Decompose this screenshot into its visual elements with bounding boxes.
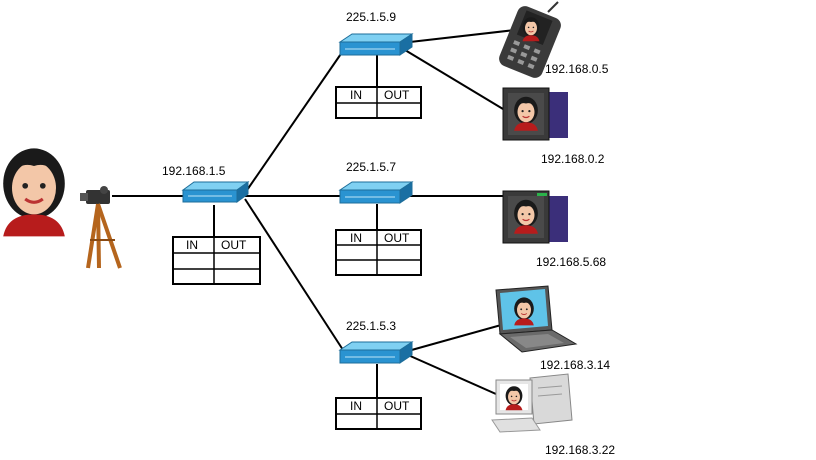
monitor-icon — [502, 190, 568, 244]
router-main: 192.168.1.5 IN OUT — [162, 164, 261, 285]
router-bottom: 225.1.5.3 IN OUT — [335, 319, 422, 430]
laptop-icon — [495, 285, 578, 353]
router-icon — [338, 33, 414, 56]
receiver-ip-label: 192.168.0.5 — [545, 62, 609, 76]
receiver-ip-label: 192.168.3.22 — [545, 443, 615, 457]
router-ip-label: 225.1.5.9 — [346, 10, 396, 24]
router-icon — [338, 341, 414, 364]
receiver-desktop: 192.168.3.22 — [491, 373, 615, 457]
routing-table: IN OUT — [172, 236, 261, 285]
table-header-out: OUT — [384, 399, 410, 413]
link-top-monitor1 — [404, 49, 509, 113]
router-icon — [338, 181, 414, 204]
link-main-bottom — [244, 198, 346, 354]
router-icon — [181, 181, 250, 203]
link-top-phone — [409, 29, 516, 43]
table-header-in: IN — [350, 88, 362, 102]
mobile-phone-icon — [499, 1, 561, 78]
router-top: 225.1.5.9 IN OUT — [335, 10, 422, 119]
routing-table: IN OUT — [335, 86, 422, 119]
router-middle: 225.1.5.7 IN OUT — [335, 160, 422, 276]
routing-table: IN OUT — [335, 397, 422, 430]
router-ip-label: 225.1.5.3 — [346, 319, 396, 333]
link-bottom-desktop — [407, 354, 506, 399]
presenter-avatar — [1, 146, 67, 238]
router-ip-label: 192.168.1.5 — [162, 164, 226, 178]
table-header-in: IN — [350, 399, 362, 413]
table-header-out: OUT — [384, 231, 410, 245]
table-header-out: OUT — [384, 88, 410, 102]
connections — [112, 29, 516, 399]
routing-table: IN OUT — [335, 229, 422, 276]
link-main-top — [244, 47, 346, 194]
receiver-laptop: 192.168.3.14 — [495, 285, 610, 372]
receiver-monitor-1: 192.168.0.2 — [502, 87, 605, 166]
receiver-monitor-2: 192.168.5.68 — [502, 190, 606, 269]
receiver-phone: 192.168.0.5 — [499, 1, 609, 78]
table-header-out: OUT — [221, 238, 247, 252]
receiver-ip-label: 192.168.5.68 — [536, 255, 606, 269]
desktop-pc-icon — [491, 373, 573, 433]
table-header-in: IN — [186, 238, 198, 252]
receiver-ip-label: 192.168.0.2 — [541, 152, 605, 166]
table-header-in: IN — [350, 231, 362, 245]
monitor-icon — [502, 87, 568, 141]
video-camera-icon — [80, 186, 122, 269]
router-ip-label: 225.1.5.7 — [346, 160, 396, 174]
receiver-ip-label: 192.168.3.14 — [540, 358, 610, 372]
link-bottom-laptop — [407, 321, 513, 352]
